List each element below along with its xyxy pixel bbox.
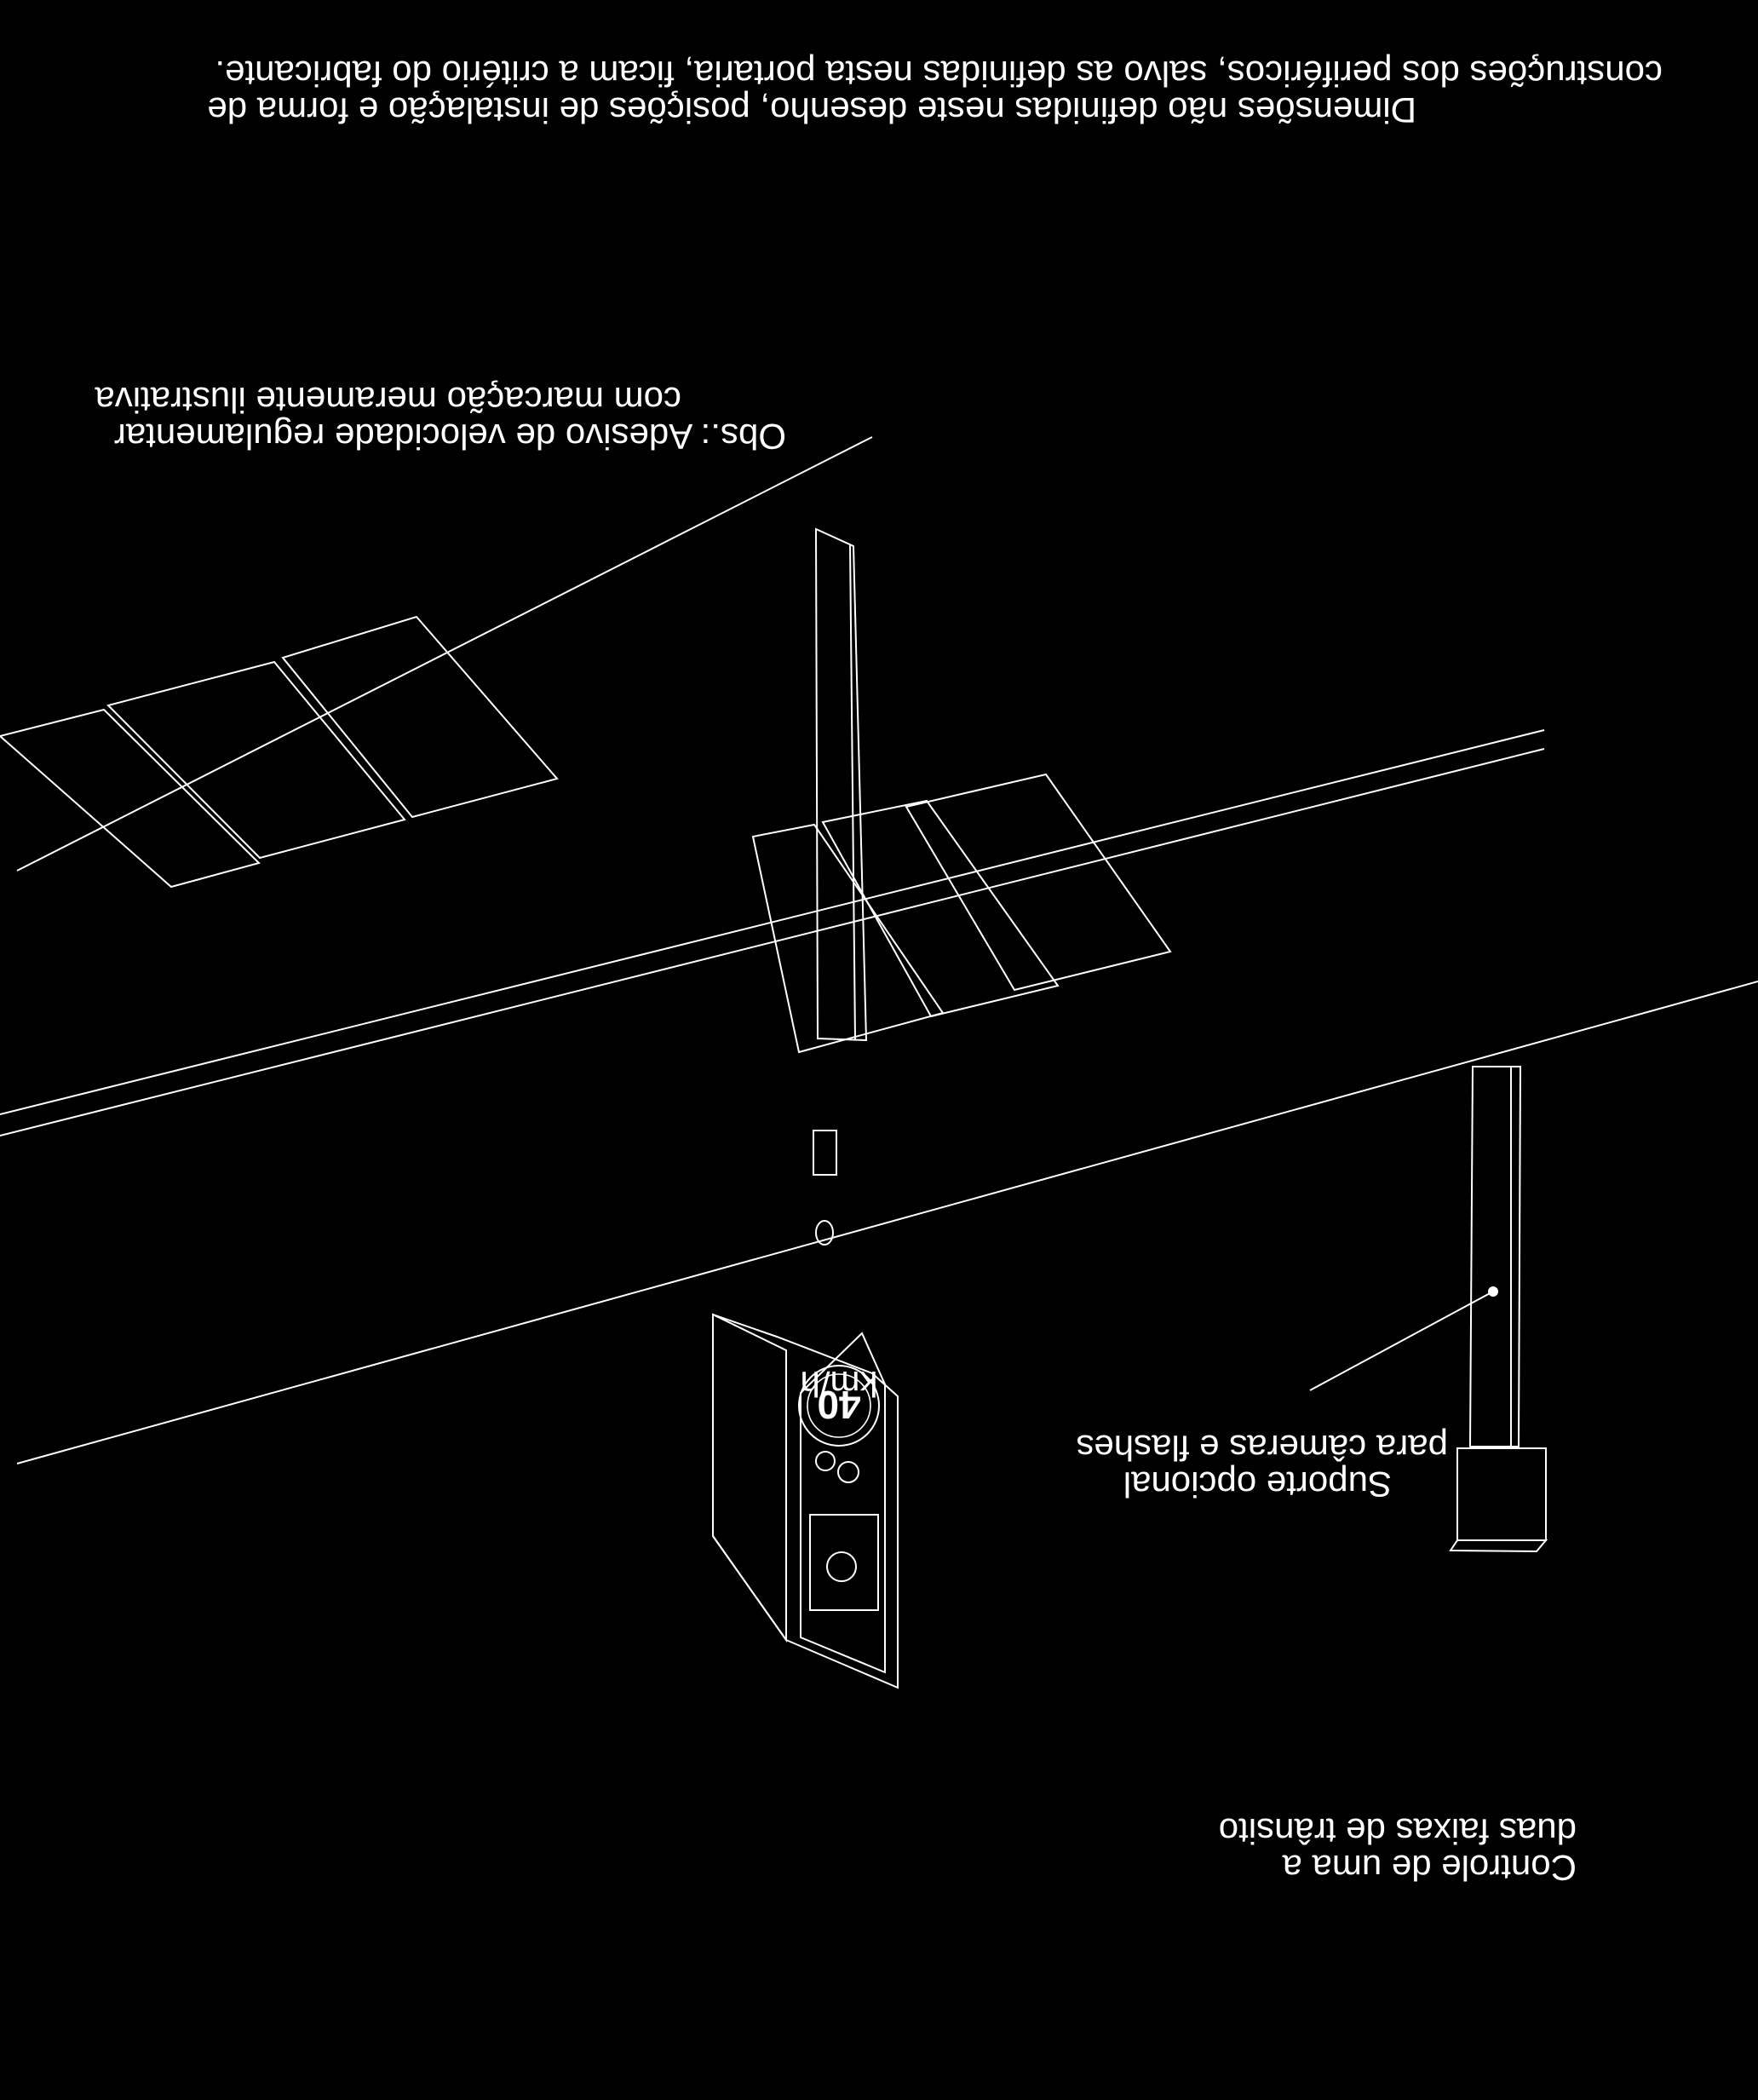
- speed-sign-outer-ring: [798, 1365, 880, 1447]
- dimensions-note-line2: construções dos periféricos, salvo as de…: [215, 54, 1663, 94]
- callout-text-line2: para câmeras e flashes: [1076, 1428, 1448, 1468]
- post-hole-icon: [815, 1220, 834, 1246]
- lane-marking: [821, 799, 1060, 1018]
- speed-controller: 40 km/h: [712, 527, 899, 1689]
- road-center-line-b: [0, 748, 1545, 1136]
- post-shaft: [814, 527, 868, 1042]
- dimensions-note-line1: Dimensões não definidas neste desenho, p…: [207, 90, 1416, 130]
- camera-flash-support: [1309, 1066, 1548, 1553]
- lane-marking: [281, 615, 559, 819]
- lane-marking: [751, 823, 945, 1054]
- road-edge-far: [16, 436, 873, 872]
- sensor-lens-icon: [815, 1451, 836, 1471]
- support-pole: [1468, 1066, 1522, 1447]
- caption-line1: Controle de uma a: [1282, 1848, 1577, 1888]
- lane-marking: [0, 708, 261, 889]
- labels: Controle de uma a duas faixas de trânsit…: [95, 54, 1663, 1888]
- lane-markings-left: [751, 773, 1172, 1054]
- road: [0, 436, 1758, 1464]
- rotated-drawing: 40 km/h Controle de uma a duas faixas de…: [0, 54, 1758, 1888]
- lane-marking: [905, 773, 1172, 992]
- callout-text-line1: Suporte opcional: [1123, 1464, 1392, 1505]
- lane-markings-right: [0, 615, 559, 889]
- road-edge-near: [16, 981, 1758, 1464]
- support-mount-box: [1456, 1447, 1547, 1541]
- sticker-note-line1: Obs.: Adesivo de velocidade regulamentar: [114, 417, 786, 457]
- lane-marking: [106, 660, 406, 860]
- housing-side: [712, 1313, 787, 1643]
- flash-lens: [826, 1551, 857, 1582]
- callout-leader: [1309, 1291, 1494, 1391]
- camera-window: [809, 1514, 879, 1611]
- caption-line2: duas faixas de trânsito: [1219, 1811, 1577, 1851]
- post-slot: [813, 1130, 837, 1176]
- housing-front: [800, 1332, 886, 1674]
- sensor-lens-icon: [837, 1461, 859, 1483]
- speed-sign-unit: km/h: [800, 1364, 877, 1404]
- speed-sign-inner-ring: [807, 1373, 871, 1438]
- speed-sign-value: 40: [817, 1383, 860, 1427]
- support-mount-top: [1449, 1539, 1548, 1553]
- sticker-note-line2: com marcação meramente ilustrativa: [95, 380, 681, 420]
- road-center-line-a: [0, 729, 1545, 1115]
- post-shaft-edge: [849, 544, 856, 1041]
